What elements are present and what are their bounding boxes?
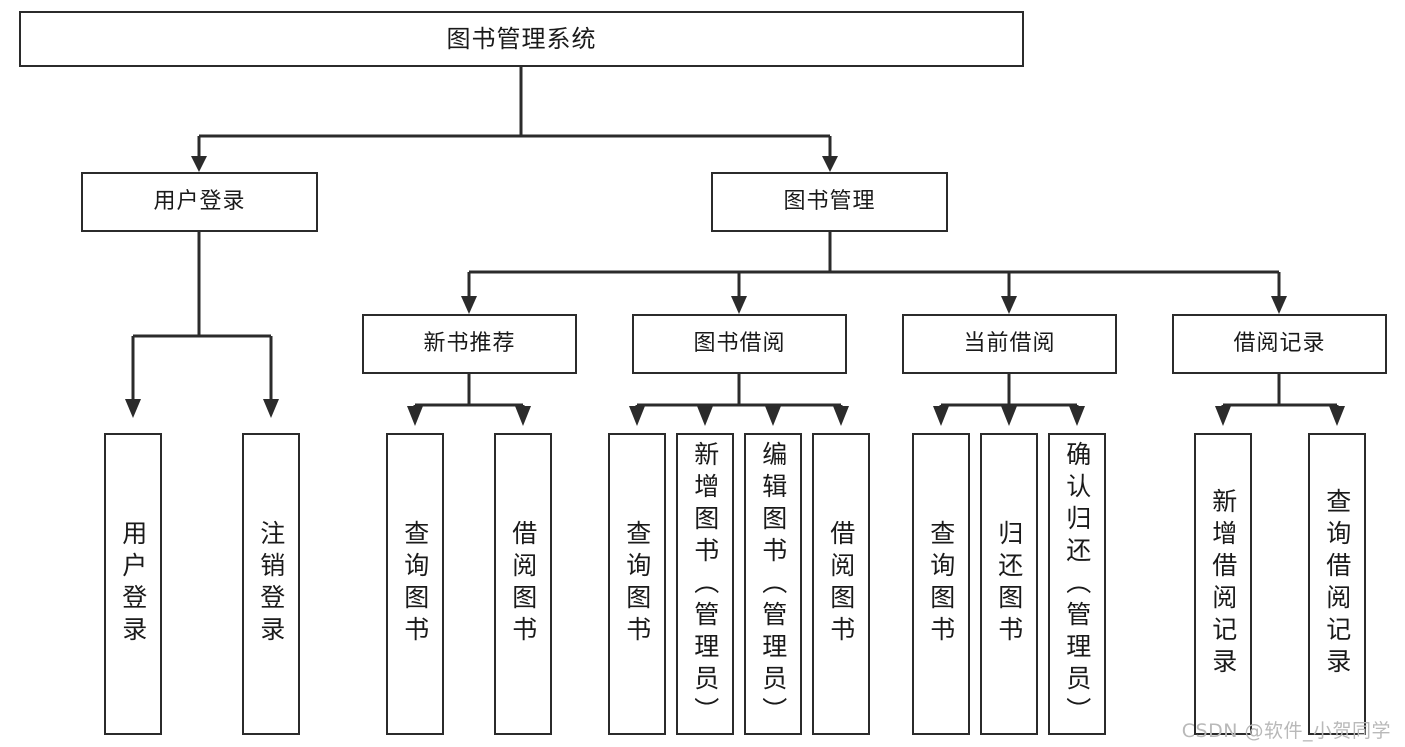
node-label: 注销登录 — [256, 520, 286, 648]
leaf-logout[interactable]: 注销登录 — [242, 433, 300, 735]
node-label: 用户登录 — [118, 520, 148, 648]
node-label: 归还图书 — [994, 520, 1024, 648]
node-label: 新增借阅记录 — [1208, 488, 1238, 680]
node-label: 当前借阅 — [963, 331, 1056, 357]
arrowhead-user-login — [191, 156, 207, 172]
leaf-confirm-return-admin[interactable]: 确认归还（管理员） — [1048, 433, 1106, 735]
node-book-borrow[interactable]: 图书借阅 — [632, 314, 847, 374]
leaf-return-book[interactable]: 归还图书 — [980, 433, 1038, 735]
leaf-borrow-book[interactable]: 借阅图书 — [812, 433, 870, 735]
node-current-borrow[interactable]: 当前借阅 — [902, 314, 1117, 374]
node-label: 借阅图书 — [826, 520, 856, 648]
arrowhead-bb-leaf-2 — [697, 406, 713, 426]
arrowhead-cb-leaf-2 — [1001, 406, 1017, 426]
leaf-query-book-new[interactable]: 查询图书 — [386, 433, 444, 735]
node-label: 图书管理系统 — [446, 24, 597, 53]
arrowhead-bb-leaf-3 — [765, 406, 781, 426]
arrowhead-bb-leaf-4 — [833, 406, 849, 426]
leaf-query-book-borrow[interactable]: 查询图书 — [608, 433, 666, 735]
node-root-book-management-system[interactable]: 图书管理系统 — [19, 11, 1024, 67]
leaf-edit-book-admin[interactable]: 编辑图书（管理员） — [744, 433, 802, 735]
node-borrow-record[interactable]: 借阅记录 — [1172, 314, 1387, 374]
node-book-management[interactable]: 图书管理 — [711, 172, 948, 232]
leaf-query-borrow-record[interactable]: 查询借阅记录 — [1308, 433, 1366, 735]
arrowhead-cb-leaf-1 — [933, 406, 949, 426]
node-label: 查询借阅记录 — [1322, 488, 1352, 680]
arrowhead-nb-leaf-2 — [515, 406, 531, 426]
arrowhead-book-borrow — [731, 296, 747, 314]
node-label: 新增图书（管理员） — [690, 441, 720, 729]
node-label: 借阅记录 — [1233, 331, 1326, 357]
csdn-watermark: CSDN @软件_小贺同学 — [1181, 720, 1391, 742]
node-label: 查询图书 — [926, 520, 956, 648]
arrowhead-book-manage — [822, 156, 838, 172]
arrowhead-bb-leaf-1 — [629, 406, 645, 426]
node-new-book-recommend[interactable]: 新书推荐 — [362, 314, 577, 374]
node-label: 借阅图书 — [508, 520, 538, 648]
arrowhead-borrow-record — [1271, 296, 1287, 314]
leaf-user-login[interactable]: 用户登录 — [104, 433, 162, 735]
node-user-login[interactable]: 用户登录 — [81, 172, 318, 232]
arrowhead-br-leaf-1 — [1215, 406, 1231, 426]
leaf-add-borrow-record[interactable]: 新增借阅记录 — [1194, 433, 1252, 735]
arrowhead-cb-leaf-3 — [1069, 406, 1085, 426]
leaf-borrow-book-new[interactable]: 借阅图书 — [494, 433, 552, 735]
arrowhead-nb-leaf-1 — [407, 406, 423, 426]
node-label: 用户登录 — [153, 189, 246, 215]
arrowhead-new-book — [461, 296, 477, 314]
node-label: 查询图书 — [622, 520, 652, 648]
leaf-add-book-admin[interactable]: 新增图书（管理员） — [676, 433, 734, 735]
leaf-query-book-current[interactable]: 查询图书 — [912, 433, 970, 735]
arrowhead-br-leaf-2 — [1329, 406, 1345, 426]
node-label: 图书管理 — [783, 189, 876, 215]
arrowhead-leaf-user-login — [125, 399, 141, 418]
node-label: 新书推荐 — [423, 331, 516, 357]
node-label: 查询图书 — [400, 520, 430, 648]
arrowhead-leaf-logout — [263, 399, 279, 418]
node-label: 图书借阅 — [693, 331, 786, 357]
node-label: 确认归还（管理员） — [1062, 441, 1092, 729]
node-label: 编辑图书（管理员） — [758, 441, 788, 729]
arrowhead-current-borrow — [1001, 296, 1017, 314]
